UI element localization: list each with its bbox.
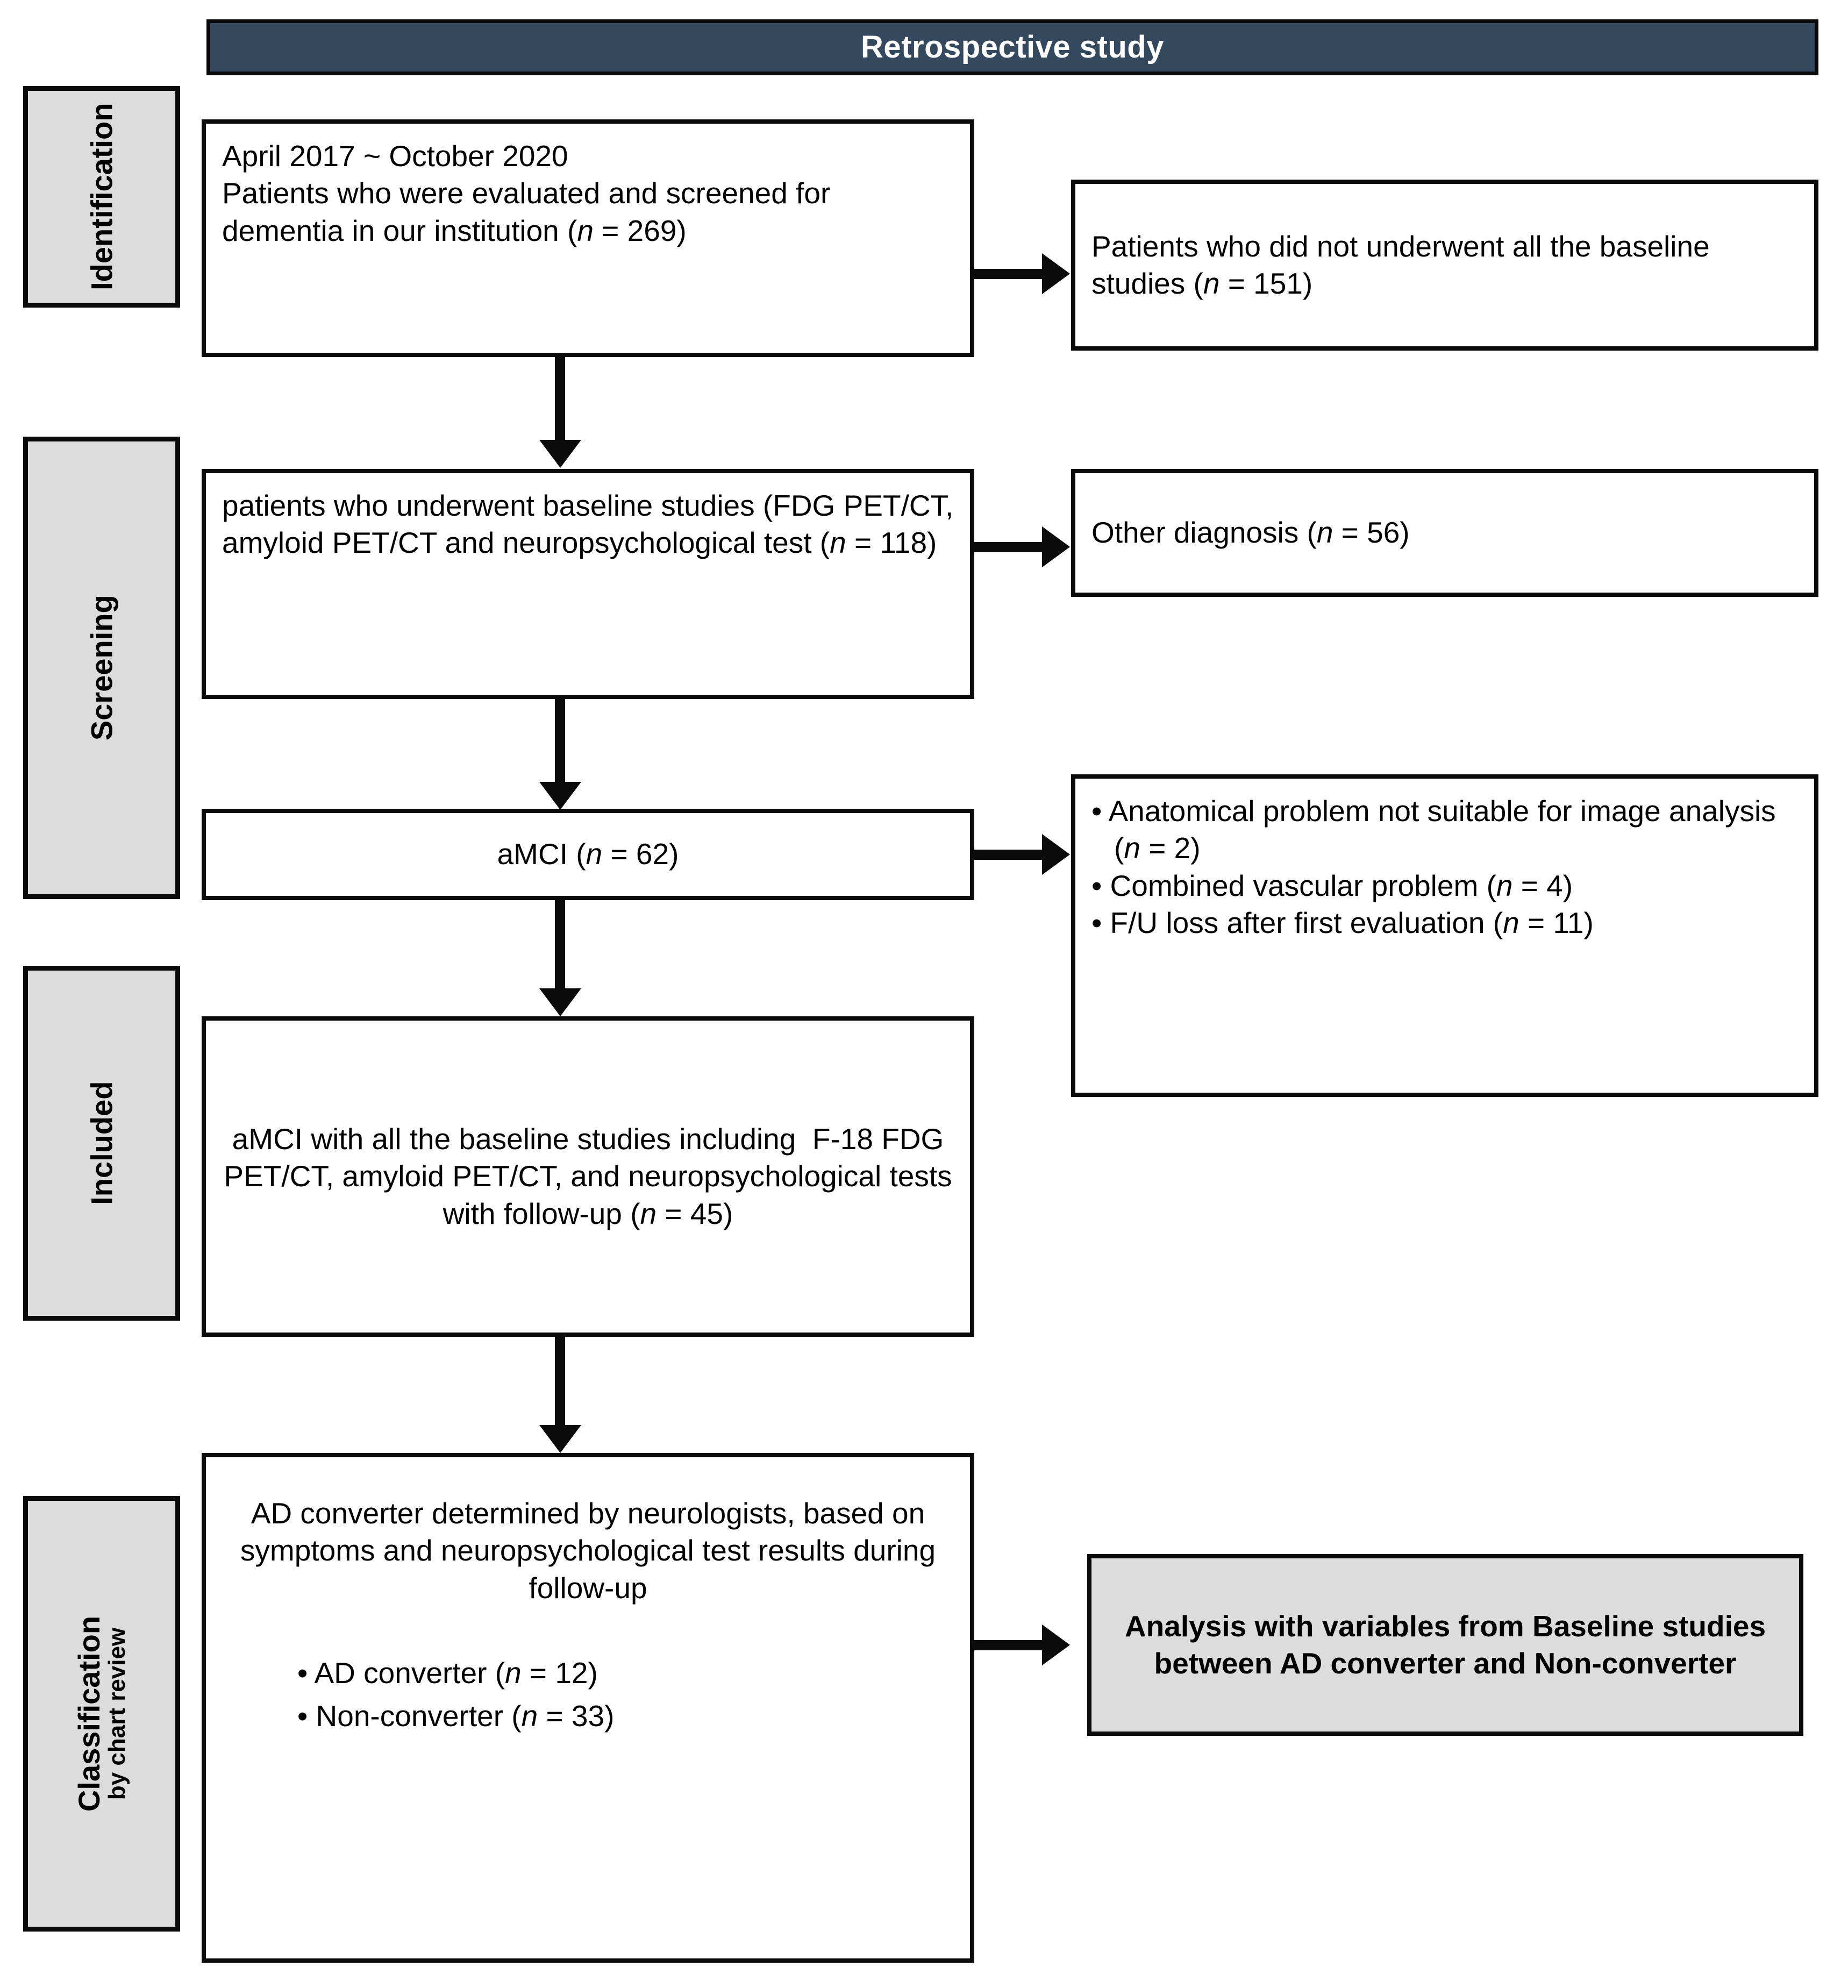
stage-sublabel-text: by chart review [104,1627,131,1800]
list-item: • Anatomical problem not suitable for im… [1091,794,1784,865]
identification-box-text: April 2017 ~ October 2020 Patients who w… [222,139,831,247]
analysis-box-text: Analysis with variables from Baseline st… [1124,1609,1774,1680]
connector-line-exclusions [974,850,1045,860]
stage-label-text: Classification [72,1615,106,1812]
list-item: • Combined vascular problem (n = 4) [1091,868,1573,902]
baseline-studies-box-text: patients who underwent baseline studies … [222,489,970,560]
classification-group-list: • AD converter (n = 12) • Non-converter … [206,1652,970,1738]
connector-line-to-classification [555,1337,565,1428]
analysis-box: Analysis with variables from Baseline st… [1087,1554,1803,1736]
list-item: • AD converter (n = 12) [297,1656,598,1690]
arrow-head-analysis [1042,1624,1070,1665]
arrow-head-to-classification [539,1425,581,1453]
stage-label-text: Screening [84,595,119,741]
stage-label-included: Included [23,966,180,1321]
amci-box: aMCI (n = 62) [202,809,974,900]
classification-box-text: AD converter determined by neurologists,… [240,1497,944,1605]
excluded-baseline-box-text: Patients who did not underwent all the b… [1091,229,1718,300]
baseline-studies-box: patients who underwent baseline studies … [202,469,974,699]
connector-line-excluded-baseline [974,269,1045,279]
included-box: aMCI with all the baseline studies inclu… [202,1016,974,1337]
other-diagnosis-box-text: Other diagnosis (n = 56) [1091,516,1410,550]
classification-box: AD converter determined by neurologists,… [202,1453,974,1963]
stage-label-identification: Identification [23,86,180,308]
stage-label-screening: Screening [23,437,180,899]
page-title: Retrospective study [861,30,1164,65]
identification-box: April 2017 ~ October 2020 Patients who w… [202,119,974,357]
header-banner: Retrospective study [206,19,1818,75]
connector-line-other-diagnosis [974,542,1045,552]
list-item: • Non-converter (n = 33) [297,1699,615,1733]
included-box-text: aMCI with all the baseline studies inclu… [224,1122,960,1230]
arrow-head-exclusions [1042,834,1070,875]
arrow-head-excluded-baseline [1042,253,1070,294]
arrow-head-to-included [539,988,581,1016]
connector-line-to-included [555,900,565,992]
connector-line-to-amci [555,699,565,785]
exclusion-criteria-list: • Anatomical problem not suitable for im… [1075,779,1814,956]
arrow-head-to-baseline [539,440,581,468]
stage-label-text: Included [84,1081,119,1206]
excluded-baseline-box: Patients who did not underwent all the b… [1071,180,1818,351]
stage-label-classification: Classification by chart review [23,1496,180,1932]
other-diagnosis-box: Other diagnosis (n = 56) [1071,469,1818,597]
stage-label-text: Identification [84,103,119,291]
arrow-head-to-amci [539,782,581,810]
exclusion-criteria-box: • Anatomical problem not suitable for im… [1071,774,1818,1097]
arrow-head-other-diagnosis [1042,526,1070,567]
connector-line-analysis [974,1640,1045,1650]
amci-box-text: aMCI (n = 62) [497,837,679,871]
list-item: • F/U loss after first evaluation (n = 1… [1091,906,1594,939]
connector-line-to-baseline [555,357,565,443]
